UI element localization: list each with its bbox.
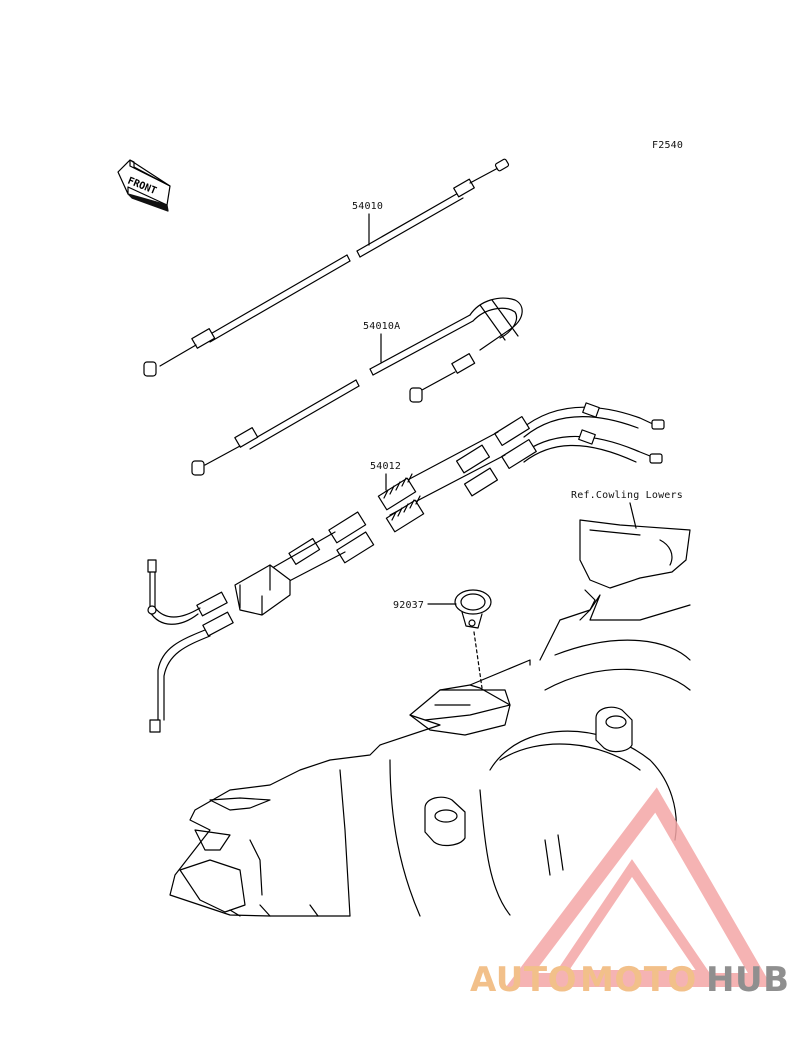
watermark-moto: MOTO — [580, 960, 697, 1000]
reference-label: Ref.Cowling Lowers — [571, 490, 683, 501]
part-label-92037: 92037 — [393, 600, 425, 611]
clamp-92037 — [454, 589, 492, 689]
cowling-reference — [579, 519, 691, 621]
cable-54010 — [143, 158, 510, 377]
rubber-mounts — [424, 706, 633, 847]
part-label-54010a: 54010A — [363, 321, 401, 332]
part-label-54012: 54012 — [370, 461, 402, 472]
cable-54012 — [147, 402, 665, 733]
watermark-auto: AUTO — [470, 960, 577, 1000]
frame-outline — [169, 594, 691, 917]
cable-54010a — [191, 297, 523, 476]
front-arrow-icon: FRONT — [117, 159, 171, 212]
figure-code: F2540 — [652, 140, 684, 151]
part-label-54010: 54010 — [352, 201, 384, 212]
watermark-logo-icon — [505, 787, 773, 987]
threaded-adjuster — [377, 473, 425, 533]
watermark-hub: HUB — [706, 960, 790, 1000]
leader-lines — [368, 213, 637, 605]
